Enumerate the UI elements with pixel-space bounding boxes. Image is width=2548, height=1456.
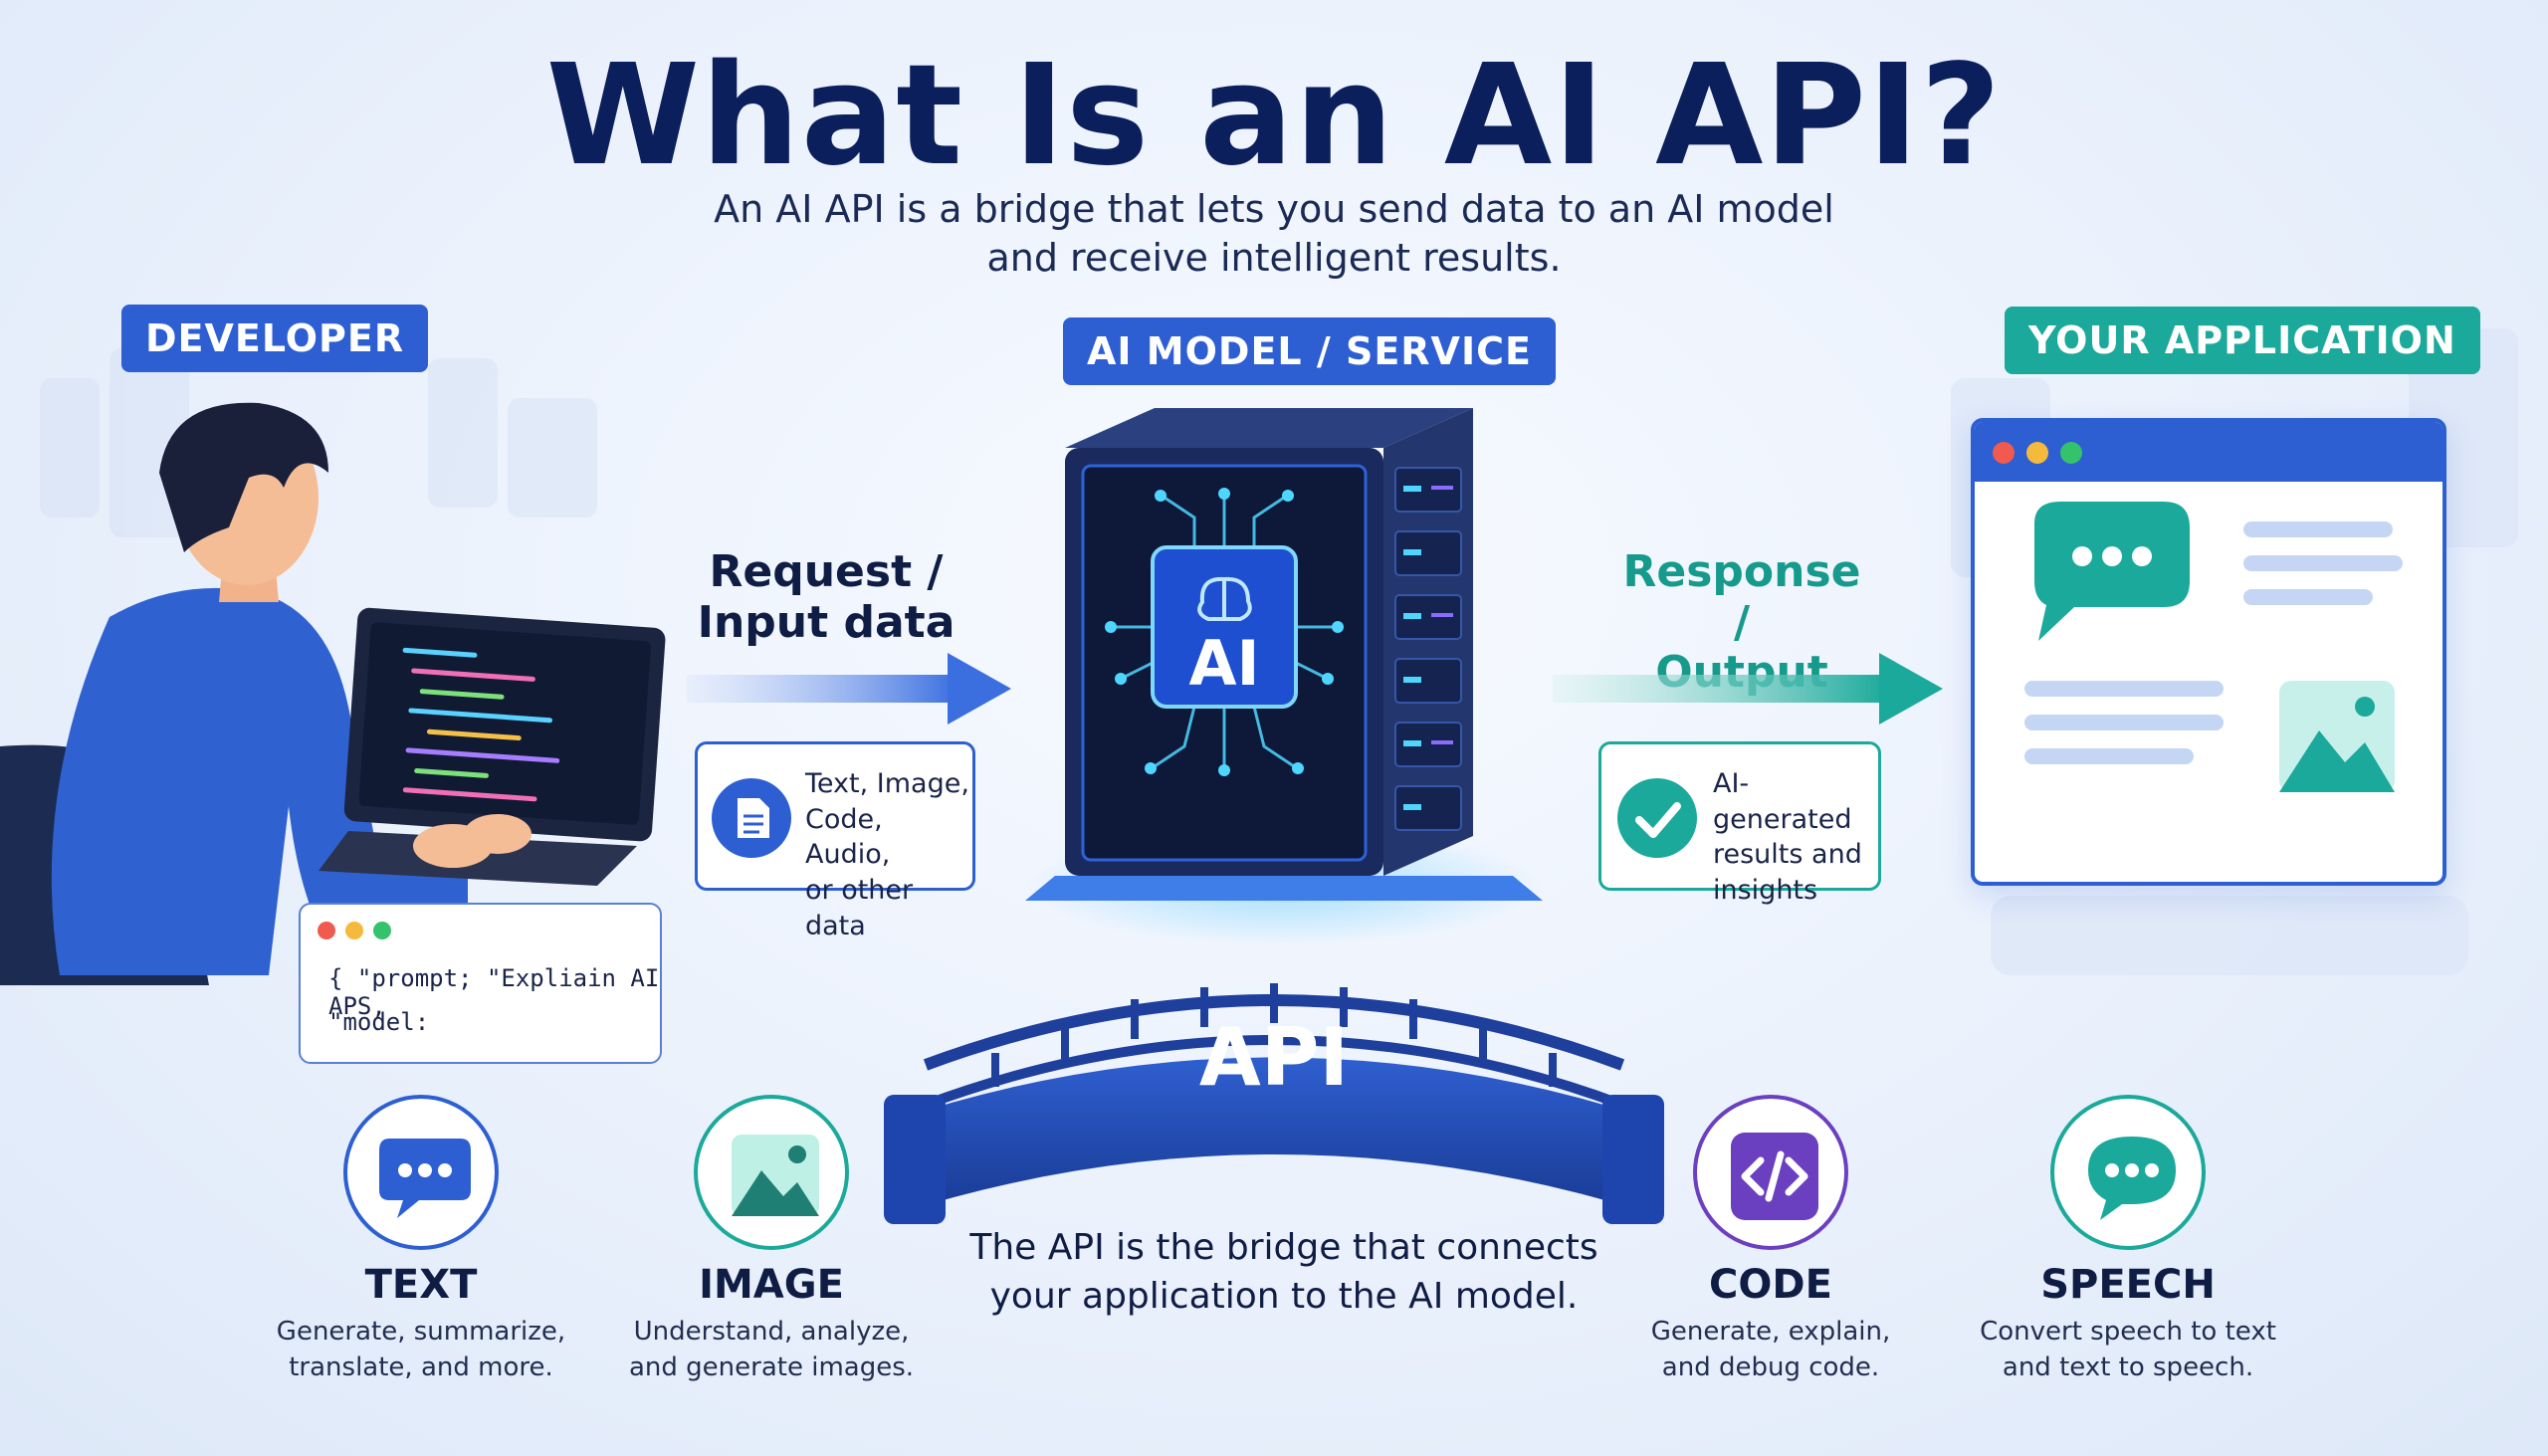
capability-speech-line-2: and text to speech. [2002, 1352, 2254, 1383]
capability-image-line-2: and generate images. [628, 1352, 915, 1383]
window-dots [318, 922, 391, 939]
image-icon [732, 1135, 819, 1216]
application-label: YOUR APPLICATION [2005, 307, 2480, 374]
api-bridge-label: API [1199, 1011, 1349, 1104]
ai-chip [1151, 545, 1298, 709]
application-window [1971, 418, 2446, 886]
code-icon [1731, 1133, 1818, 1220]
speech-bubble-icon [2088, 1137, 2176, 1220]
application-content [2024, 502, 2403, 792]
capability-text-line-1: Generate, summarize, [276, 1317, 566, 1347]
response-output-card: AI-generated results and insights [1598, 741, 1881, 906]
ai-chip-text: AI [1188, 627, 1259, 700]
response-arrow [1553, 653, 1943, 725]
capability-code-title: CODE [1709, 1262, 1832, 1308]
request-arrow [687, 653, 1011, 725]
brain-icon [1197, 576, 1252, 621]
page-subtitle: An AI API is a bridge that lets you send… [0, 185, 2548, 284]
person-hair [159, 402, 328, 552]
response-card-line-3: insights [1713, 874, 1818, 906]
chat-bubble-icon [2034, 502, 2190, 641]
capability-code-badge [1693, 1095, 1848, 1250]
code-line-1: { "prompt; "Expliain AI APS, [328, 964, 660, 1020]
capability-image-badge [694, 1095, 849, 1250]
person-body [51, 587, 469, 975]
response-label-line-1: Response / [1622, 546, 1861, 648]
application-window-titlebar [1975, 422, 2442, 482]
capability-image-description: Understand, analyze, and generate images… [619, 1314, 924, 1386]
capability-speech-line-1: Convert speech to text [1980, 1317, 2276, 1347]
capability-speech-description: Convert speech to text and text to speec… [1976, 1314, 2280, 1386]
ai-server-illustration: AI [1025, 408, 1543, 945]
request-card-line-1: Text, Image, [805, 768, 969, 799]
request-label-line-2: Input data [697, 596, 956, 648]
response-card-text: AI-generated results and insights [1713, 766, 1878, 909]
subtitle-line-2: and receive intelligent results. [986, 236, 1562, 281]
request-label-line-1: Request / [709, 546, 944, 597]
document-icon [712, 778, 791, 858]
code-line-2: "model: [328, 1008, 430, 1036]
subtitle-line-1: An AI API is a bridge that lets you send… [714, 187, 1834, 231]
capability-text-description: Generate, summarize, translate, and more… [269, 1314, 573, 1386]
bridge-caption-line-1: The API is the bridge that connects [969, 1227, 1598, 1268]
capability-image-title: IMAGE [699, 1262, 844, 1308]
request-card-text: Text, Image, Code, Audio, or other data [805, 766, 972, 943]
capability-text-line-2: translate, and more. [289, 1352, 553, 1383]
bridge-deck [896, 1057, 1652, 1214]
request-label: Request / Input data [697, 546, 956, 648]
api-bridge: API [884, 983, 1664, 1224]
ai-model-label: AI MODEL / SERVICE [1063, 317, 1556, 385]
developer-illustration [0, 402, 666, 985]
image-placeholder-icon [2279, 681, 2395, 792]
request-input-card: Text, Image, Code, Audio, or other data [695, 741, 975, 941]
capability-code-line-2: and debug code. [1661, 1352, 1880, 1383]
capability-image-line-1: Understand, analyze, [633, 1317, 910, 1347]
window-controls-icon [1993, 442, 2082, 464]
capability-speech-title: SPEECH [2040, 1262, 2216, 1308]
capability-text-badge [343, 1095, 499, 1250]
bridge-caption: The API is the bridge that connects your… [936, 1224, 1632, 1321]
request-card-line-3: or other data [805, 874, 914, 941]
page-title: What Is an AI API? [545, 35, 2003, 197]
developer-label: DEVELOPER [121, 305, 429, 372]
code-snippet-card: { "prompt; "Expliain AI APS, "model: [299, 903, 662, 1064]
response-card-line-2: results and [1713, 839, 1862, 871]
capability-text-title: TEXT [364, 1262, 478, 1308]
capability-code-line-1: Generate, explain, [1650, 1317, 1891, 1347]
bridge-caption-line-2: your application to the AI model. [989, 1275, 1579, 1317]
capability-speech-badge [2050, 1095, 2206, 1250]
request-card-line-2: Code, Audio, [805, 803, 891, 871]
chat-bubble-icon [379, 1139, 471, 1218]
response-card-line-1: AI-generated [1713, 768, 1852, 835]
capability-code-description: Generate, explain, and debug code. [1618, 1314, 1923, 1386]
check-icon [1617, 778, 1697, 858]
